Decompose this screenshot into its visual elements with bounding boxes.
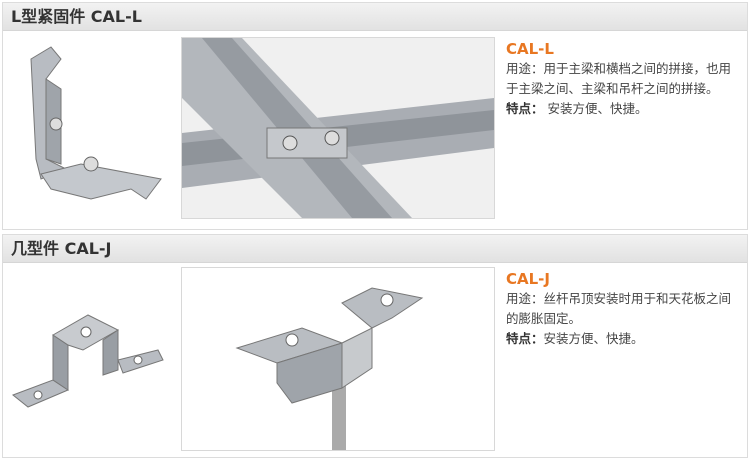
section-header: 几型件 CAL-J <box>3 235 747 263</box>
cal-j-description: CAL-J 用途：丝杆吊顶安装时用于和天花板之间的膨胀固定。 特点：安装方便、快… <box>506 269 741 349</box>
product-title: CAL-L <box>506 40 554 58</box>
feature-text: 安装方便、快捷。 <box>543 331 644 346</box>
section-header: L型紧固件 CAL-L <box>3 3 747 31</box>
section-cal-l: L型紧固件 CAL-L CAL-L 用途：用于主梁和横档之间的拼接，也用于主梁之… <box>2 2 748 230</box>
product-title: CAL-J <box>506 270 550 288</box>
cal-l-description: CAL-L 用途：用于主梁和横档之间的拼接，也用于主梁之间、主梁和吊杆之间的拼接… <box>506 39 741 119</box>
usage-label: 用途： <box>506 61 544 76</box>
cal-j-installation-image <box>181 267 495 451</box>
feature-text: 安装方便、快捷。 <box>543 101 648 116</box>
cal-l-bracket-image <box>11 39 171 209</box>
cal-j-bracket-image <box>8 295 173 425</box>
feature-label: 特点： <box>506 331 544 346</box>
cal-l-installation-image <box>181 37 495 219</box>
section-cal-j: 几型件 CAL-J CAL-J 用途：丝杆吊顶安装时用于和天花板之间的膨胀固定。… <box>2 234 748 458</box>
usage-text: 用于主梁和横档之间的拼接，也用于主梁之间、主梁和吊杆之间的拼接。 <box>506 61 732 96</box>
usage-text: 丝杆吊顶安装时用于和天花板之间的膨胀固定。 <box>506 291 732 326</box>
feature-label: 特点： <box>506 101 544 116</box>
usage-label: 用途： <box>506 291 544 306</box>
